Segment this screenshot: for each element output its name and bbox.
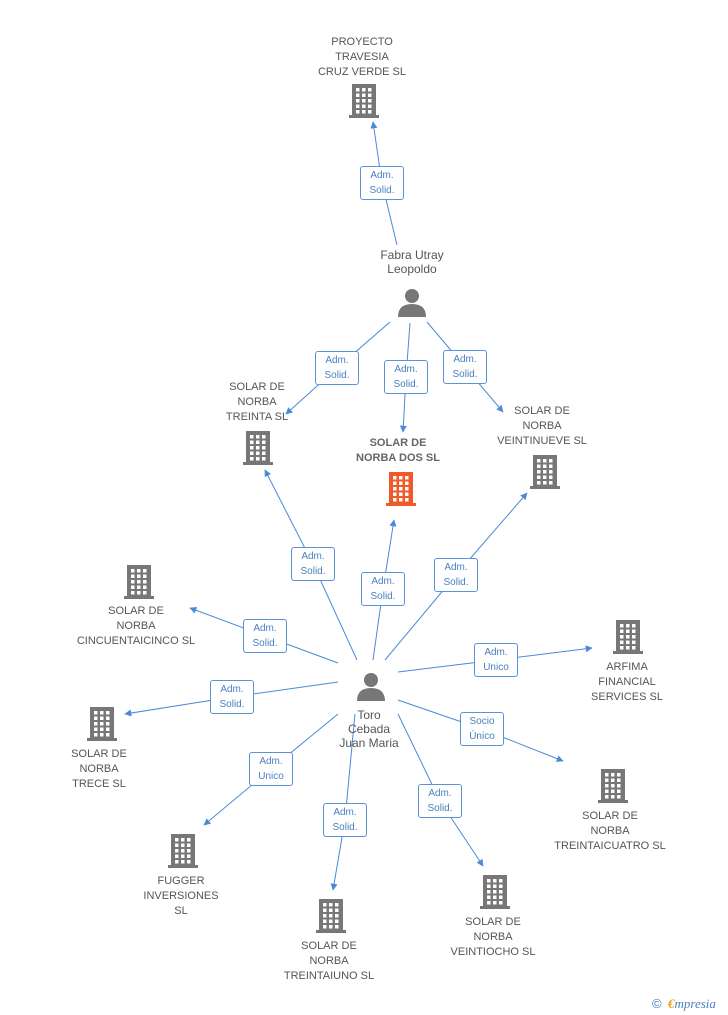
node-label-fugger[interactable]: FUGGER INVERSIONES SL <box>143 875 219 917</box>
node-label-proyecto[interactable]: PROYECTO TRAVESIA CRUZ VERDE SL <box>317 36 407 78</box>
edge-label-fabra-dos: Adm. Solid. <box>384 360 428 394</box>
node-label-fabra[interactable]: Fabra Utray Leopoldo <box>380 248 444 276</box>
edge-label-fabra-treinta: Adm. Solid. <box>315 351 359 385</box>
node-label-arfima[interactable]: ARFIMA FINANCIAL SERVICES SL <box>591 661 663 703</box>
building-icon[interactable] <box>480 875 510 909</box>
building-icon[interactable] <box>613 620 643 654</box>
brand-initial: € <box>668 996 675 1011</box>
building-icon[interactable] <box>530 455 560 489</box>
edge-label-toro-trece: Adm. Solid. <box>210 680 254 714</box>
edge-label-toro-treinta: Adm. Solid. <box>291 547 335 581</box>
edge-label-fabra-proyecto: Adm. Solid. <box>360 166 404 200</box>
building-icon[interactable] <box>87 707 117 741</box>
node-label-treintaiuno[interactable]: SOLAR DE NORBA TREINTAIUNO SL <box>283 940 375 982</box>
edge-label-toro-treintaiuno: Adm. Solid. <box>323 803 367 837</box>
edge-label-toro-treintaicuatro: Socio Único <box>460 712 504 746</box>
node-label-trece[interactable]: SOLAR DE NORBA TRECE SL <box>71 748 127 790</box>
edge-label-toro-veintiocho: Adm. Solid. <box>418 784 462 818</box>
edge-label-toro-veintinueve: Adm. Solid. <box>434 558 478 592</box>
person-icon[interactable] <box>398 289 426 317</box>
node-label-cincuentaicinco[interactable]: SOLAR DE NORBA CINCUENTAICINCO SL <box>76 605 196 647</box>
brand-name: mpresia <box>674 996 716 1011</box>
building-icon[interactable] <box>243 431 273 465</box>
node-label-dos[interactable]: SOLAR DE NORBA DOS SL <box>356 437 440 464</box>
edge-label-toro-fugger: Adm. Unico <box>249 752 293 786</box>
building-icon[interactable] <box>124 565 154 599</box>
building-icon[interactable] <box>316 899 346 933</box>
edge-label-toro-dos: Adm. Solid. <box>361 572 405 606</box>
node-label-treinta[interactable]: SOLAR DE NORBA TREINTA SL <box>225 381 289 423</box>
building-icon[interactable] <box>598 769 628 803</box>
building-icon[interactable] <box>386 472 416 506</box>
node-label-toro[interactable]: Toro Cebada Juan Maria <box>339 708 399 750</box>
node-label-treintaicuatro[interactable]: SOLAR DE NORBA TREINTAICUATRO SL <box>554 810 666 852</box>
person-icon[interactable] <box>357 673 385 701</box>
edge-label-toro-arfima: Adm. Unico <box>474 643 518 677</box>
edge-label-toro-cincuentaicinco: Adm. Solid. <box>243 619 287 653</box>
node-label-veintiocho[interactable]: SOLAR DE NORBA VEINTIOCHO SL <box>450 916 536 958</box>
copyright-icon: © <box>652 996 662 1011</box>
edge-label-fabra-veintinueve: Adm. Solid. <box>443 350 487 384</box>
building-icon[interactable] <box>168 834 198 868</box>
node-label-veintinueve[interactable]: SOLAR DE NORBA VEINTINUEVE SL <box>497 405 587 447</box>
brand-logo[interactable]: €mpresia <box>668 996 716 1012</box>
building-icon[interactable] <box>349 84 379 118</box>
